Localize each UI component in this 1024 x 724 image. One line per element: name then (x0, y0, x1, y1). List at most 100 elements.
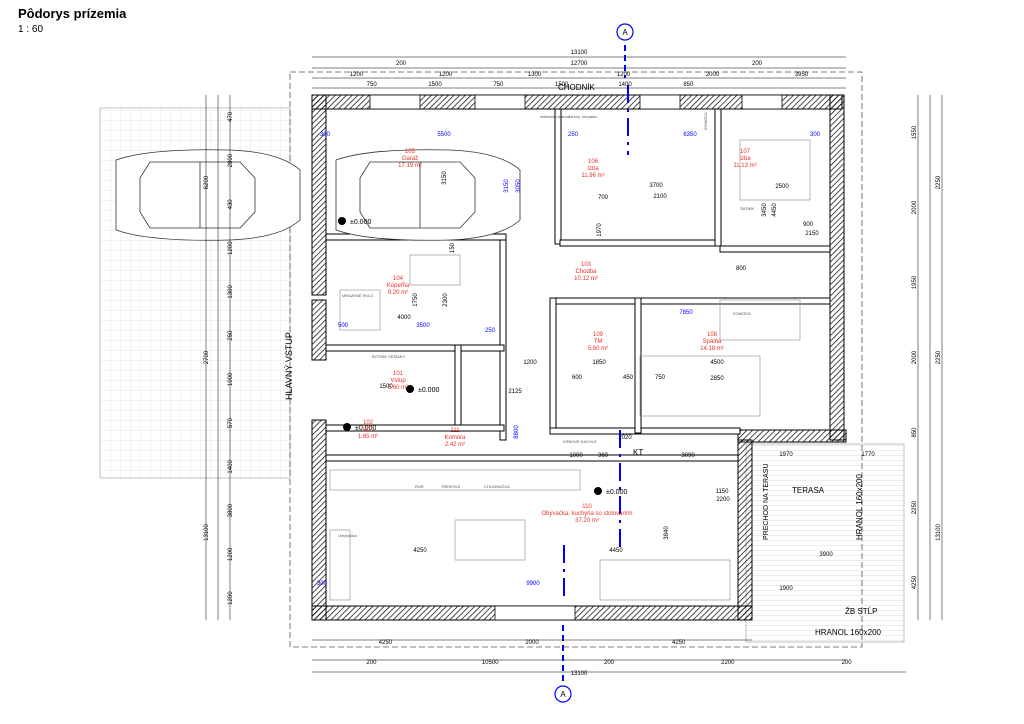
dimension-interior: 3900 (819, 552, 833, 558)
section-line (562, 45, 629, 685)
dimension-top: 1400 (618, 82, 632, 88)
dimension-interior: 4450 (609, 548, 623, 554)
dimension-left: 1200 (228, 241, 234, 255)
dimension-interior: 700 (598, 195, 609, 201)
dimension-interior: 7850 (679, 310, 693, 316)
dimension-left: 1000 (228, 372, 234, 386)
dimension-interior: 1000 (569, 453, 583, 459)
dimension-right: 850 (912, 427, 918, 438)
dimension-right: 2000 (912, 200, 918, 214)
kt-label: KT (633, 448, 643, 457)
dimension-top: 1200 (350, 72, 364, 78)
level-value: ±0.000 (355, 425, 376, 432)
dishwasher-label: Umývačka (338, 533, 357, 538)
car-icon (115, 149, 301, 241)
svg-text:A: A (622, 28, 628, 37)
dimension-top: 12700 (571, 61, 588, 67)
room-number: 106 (588, 159, 599, 165)
dimension-interior: 150 (450, 242, 456, 253)
beam-label-vertical: HRANOL 160x200 (855, 473, 864, 540)
room-number: 102 (363, 420, 374, 426)
dimension-left: 3800 (228, 503, 234, 517)
dimension-interior: 2200 (716, 497, 730, 503)
dimension-interior: 300 (320, 132, 331, 138)
level-value: ±0.000 (418, 387, 439, 394)
dimension-top: 1200 (617, 72, 631, 78)
room-number: 110 (582, 504, 592, 510)
dimension-left: 6200 (204, 175, 210, 189)
dimension-interior: 1500 (379, 384, 393, 390)
room-name: Spálňa (703, 339, 722, 345)
dimension-interior: 1970 (779, 452, 793, 458)
dimension-right: 2250 (936, 175, 942, 189)
dimension-right: 1550 (912, 125, 918, 139)
fridge-label: CHLADNIČKA (484, 484, 510, 489)
dimension-interior: 360 (598, 453, 609, 459)
dimension-interior: 300 (810, 132, 821, 138)
room-number: 107 (740, 149, 751, 155)
dimension-top: 200 (396, 61, 407, 67)
level-value: ±0.000 (606, 489, 627, 496)
dimension-interior: 2300 (443, 293, 449, 307)
room-area: 2.42 m² (445, 442, 465, 448)
dimension-interior: 2020 (618, 435, 632, 441)
dimension-bottom-total: 13100 (571, 671, 588, 677)
dimension-interior: 4500 (710, 360, 724, 366)
heat-pump-label: elektrická jednotka tep. čerpadlo (540, 114, 598, 119)
dimension-left: 2700 (204, 350, 210, 364)
dimension-interior: 3700 (649, 183, 663, 189)
room-number: 101 (393, 371, 404, 377)
dimension-interior: 500 (338, 323, 349, 329)
dimension-interior: 9900 (526, 581, 540, 587)
level-symbol (338, 217, 346, 225)
drawing-title: Pôdorys prízemia (18, 6, 127, 21)
room-area: 37.20 m² (575, 518, 599, 524)
dimension-interior: 3150 (504, 179, 510, 193)
room-area: 17.19 m² (398, 163, 422, 169)
car-icon (335, 149, 521, 241)
room-name: Obývačka, kuchyňa so stolovaním (541, 511, 632, 517)
terrace-label: TERASA (792, 486, 825, 495)
room-area: 11.13 m² (733, 163, 756, 169)
dimension-right: 1950 (912, 275, 918, 289)
dimension-top: 1500 (555, 82, 569, 88)
room-number: 103 (581, 262, 592, 268)
dimension-interior: 2100 (653, 194, 667, 200)
section-marker-top: A (616, 23, 634, 41)
section-marker-bottom: A (554, 685, 572, 703)
walkway-label: CHODNÍK (558, 83, 596, 92)
room-area: 9.20 m² (388, 290, 408, 296)
dimension-top: 1500 (428, 82, 442, 88)
terrace-passage-label: PRECHOD NA TERASU (763, 464, 770, 541)
terrace-deck (745, 443, 905, 643)
level-value: ±0.000 (350, 219, 371, 226)
entrance-label: HLAVNÝ VSTUP (284, 332, 294, 400)
dimension-right: 13100 (936, 523, 942, 540)
dimension-top: 3950 (795, 72, 809, 78)
dimension-left: 1400 (228, 460, 234, 474)
dimension-interior: 2150 (805, 231, 819, 237)
room-area: 14.18 m² (700, 346, 724, 352)
dimension-interior: 300 (317, 581, 328, 587)
dimension-interior: 2850 (710, 376, 724, 382)
room-name: Chodba (575, 269, 597, 275)
dimension-bottom: 200 (604, 660, 615, 666)
drawing-scale: 1 : 60 (18, 24, 44, 35)
dimension-interior: 750 (655, 375, 666, 381)
dimension-interior: 3050 (516, 179, 522, 193)
dimension-interior: 4250 (413, 548, 427, 554)
dimension-interior: 3500 (416, 323, 430, 329)
room-area: 10.12 m² (574, 276, 598, 282)
dimension-left: 2800 (228, 153, 234, 167)
room-name: Komora (444, 435, 466, 441)
bottom-windows (494, 605, 576, 621)
top-windows (369, 94, 783, 110)
dimension-interior: 3150 (442, 171, 448, 185)
room-area: 11.96 m² (581, 173, 604, 179)
dimension-interior: 600 (572, 375, 583, 381)
dimension-interior: 1900 (779, 586, 793, 592)
dimension-left: 570 (228, 417, 234, 428)
dimension-interior: 8800 (514, 425, 520, 439)
shoe-rack-label: BOTNÍK VEŠIAKY (372, 354, 405, 359)
